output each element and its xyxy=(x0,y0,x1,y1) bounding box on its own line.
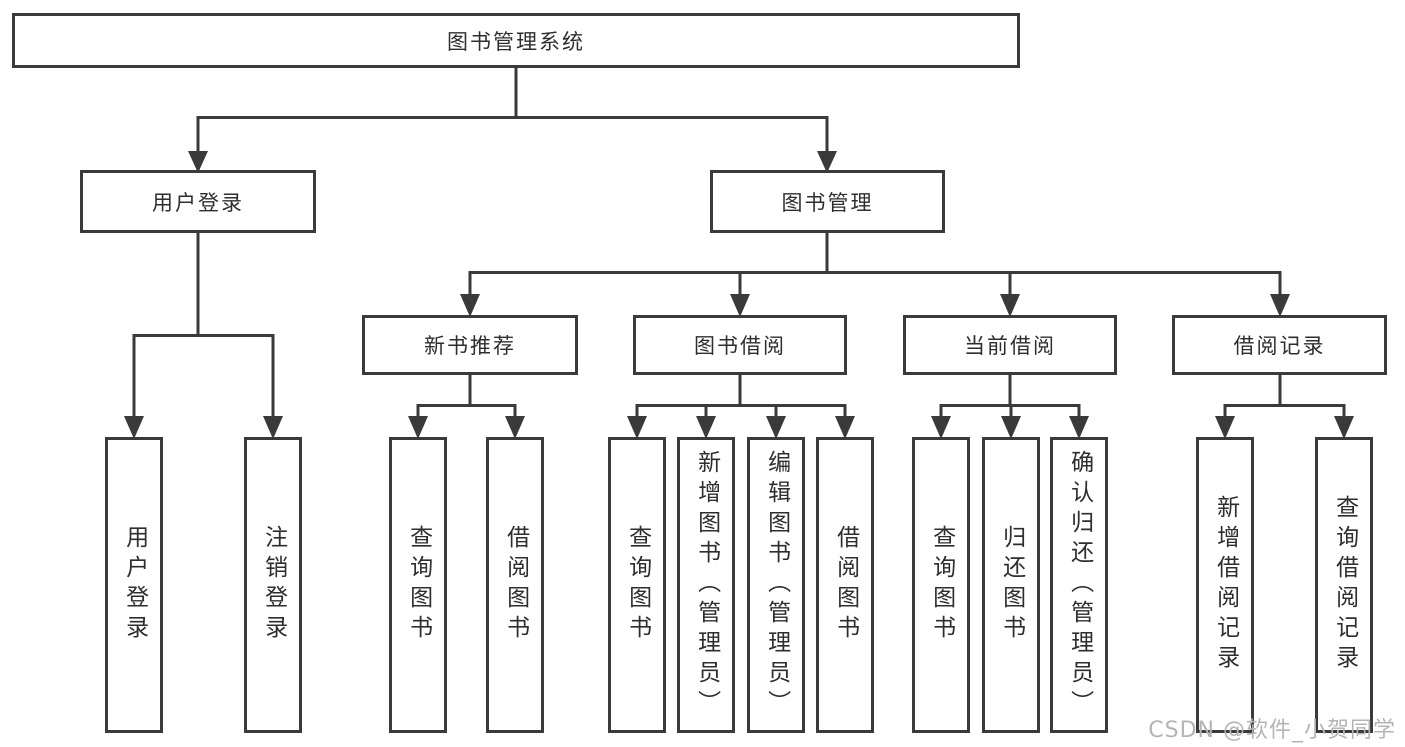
arrowhead xyxy=(1334,416,1354,439)
arrowhead xyxy=(817,151,837,173)
arrowhead xyxy=(1270,294,1290,317)
arrowhead xyxy=(460,294,480,317)
arrowhead xyxy=(263,416,283,439)
node-current-borrowing: 当前借阅 xyxy=(903,315,1117,375)
leaf-label: 查询图书 xyxy=(928,525,955,645)
node-new-book-recommend: 新书推荐 xyxy=(362,315,578,375)
leaf-confirm-return-admin: 确认归还（管理员） xyxy=(1050,437,1108,733)
leaf-label: 注销登录 xyxy=(260,525,287,645)
leaf-query-books-recommend: 查询图书 xyxy=(389,437,447,733)
arrowhead xyxy=(188,151,208,173)
leaf-query-borrow-record: 查询借阅记录 xyxy=(1315,437,1373,733)
leaf-logout: 注销登录 xyxy=(244,437,302,733)
leaf-add-borrow-record: 新增借阅记录 xyxy=(1196,437,1254,733)
leaf-label: 查询图书 xyxy=(405,525,432,645)
node-user-login: 用户登录 xyxy=(80,170,316,233)
node-borrowing-records: 借阅记录 xyxy=(1172,315,1387,375)
leaf-label: 借阅图书 xyxy=(832,525,859,645)
arrowhead xyxy=(627,416,647,439)
leaf-label: 用户登录 xyxy=(121,525,148,645)
leaf-label: 确认归还（管理员） xyxy=(1066,450,1093,720)
watermark-text: CSDN @软件_小贺同学 xyxy=(1148,718,1396,743)
arrowhead xyxy=(835,416,855,439)
arrowhead xyxy=(696,416,716,439)
leaf-label: 新增图书（管理员） xyxy=(693,450,720,720)
arrowhead xyxy=(766,416,786,439)
leaf-label: 编辑图书（管理员） xyxy=(763,450,790,720)
leaf-return-book: 归还图书 xyxy=(982,437,1040,733)
leaf-label: 归还图书 xyxy=(998,525,1025,645)
leaf-query-books-borrow: 查询图书 xyxy=(608,437,666,733)
arrowhead xyxy=(931,416,951,439)
arrowhead xyxy=(1001,416,1021,439)
leaf-borrow-books-recommend: 借阅图书 xyxy=(486,437,544,733)
node-book-management: 图书管理 xyxy=(710,170,945,233)
leaf-query-books-current: 查询图书 xyxy=(912,437,970,733)
leaf-add-book-admin: 新增图书（管理员） xyxy=(677,437,735,733)
leaf-label: 新增借阅记录 xyxy=(1212,495,1239,675)
leaf-borrow-books: 借阅图书 xyxy=(816,437,874,733)
leaf-label: 查询图书 xyxy=(624,525,651,645)
node-book-borrowing: 图书借阅 xyxy=(633,315,847,375)
leaf-label: 查询借阅记录 xyxy=(1331,495,1358,675)
leaf-edit-book-admin: 编辑图书（管理员） xyxy=(747,437,805,733)
node-library-management-system: 图书管理系统 xyxy=(12,13,1020,68)
arrowhead xyxy=(1000,294,1020,317)
arrowhead xyxy=(408,416,428,439)
arrowhead xyxy=(730,294,750,317)
arrowhead xyxy=(1069,416,1089,439)
leaf-label: 借阅图书 xyxy=(502,525,529,645)
leaf-user-login: 用户登录 xyxy=(105,437,163,733)
arrowhead xyxy=(124,416,144,439)
arrowhead xyxy=(1215,416,1235,439)
arrowhead xyxy=(505,416,525,439)
